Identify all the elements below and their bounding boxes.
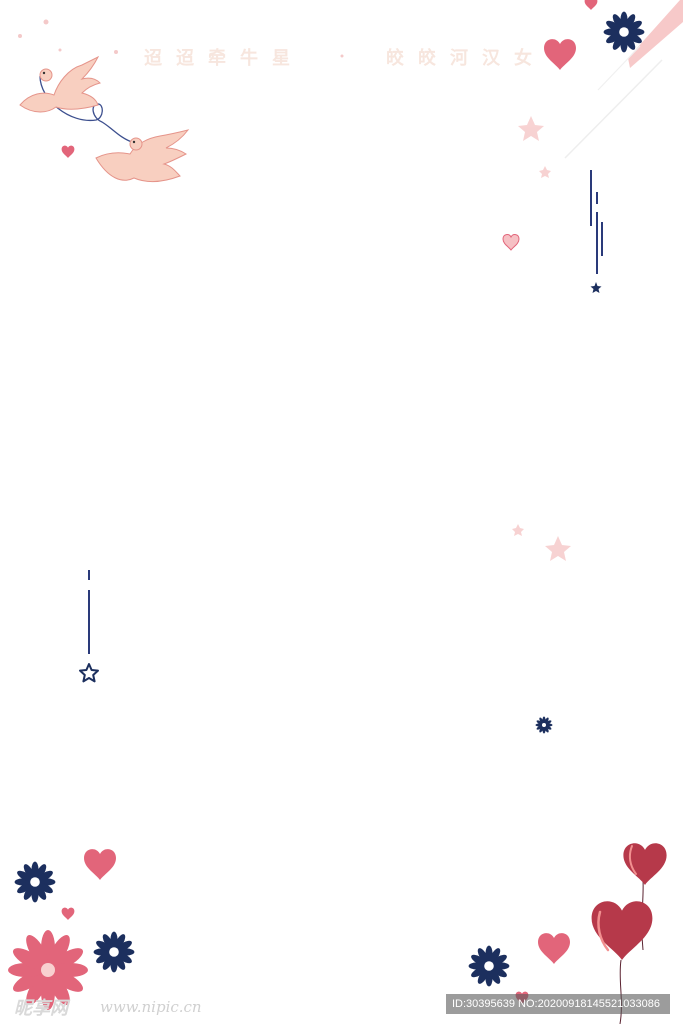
- watermark-url: www.nipic.cn: [100, 998, 202, 1016]
- star-icon: [590, 282, 602, 293]
- star-icon: [79, 663, 99, 683]
- hanging-line-icon: [590, 170, 603, 274]
- watermark-logo: 昵享网: [14, 998, 68, 1019]
- heart-icon: [502, 234, 520, 251]
- heart-icon: [538, 933, 570, 964]
- sparkle-icon: [18, 19, 344, 58]
- heart-icon: [584, 0, 598, 10]
- heart-icon: [84, 849, 116, 880]
- flower-icon: [603, 11, 645, 53]
- title-left-text: 迢迢牵牛星: [144, 48, 304, 69]
- heart-icon: [61, 145, 75, 158]
- flower-icon: [14, 861, 56, 903]
- flower-icon: [93, 931, 135, 973]
- heart-icon: [544, 39, 576, 70]
- heart-balloon-icon: [591, 843, 667, 1024]
- title-right-text: 皎皎河汉女: [386, 48, 546, 69]
- flower-icon: [468, 945, 510, 987]
- heart-icon: [61, 907, 75, 920]
- dove-icon: [19, 55, 190, 183]
- diagonal-stripe-icon: [564, 0, 683, 159]
- star-icon: [512, 116, 571, 561]
- flower-icon: [8, 930, 88, 1010]
- watermark-id: ID:30395639 NO:20200918145521033086: [446, 994, 670, 1014]
- flower-icon: [535, 716, 553, 734]
